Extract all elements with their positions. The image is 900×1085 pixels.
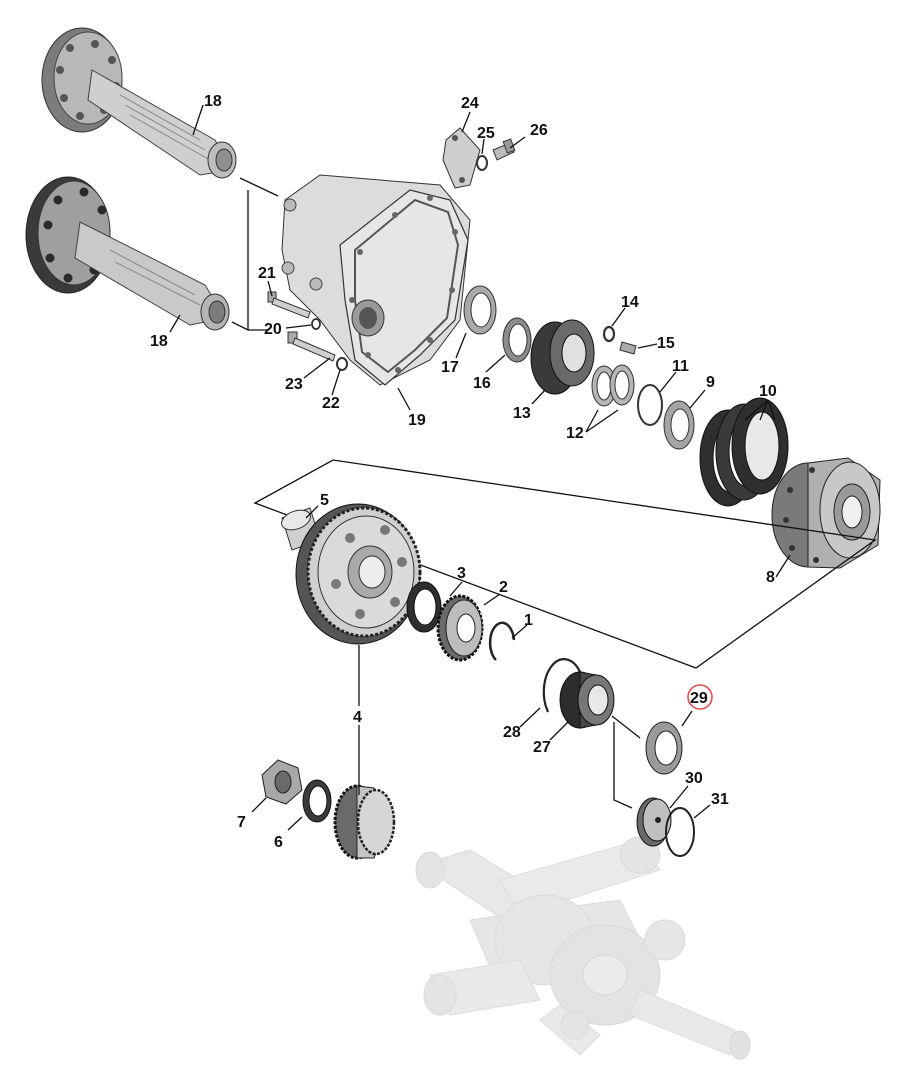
callout-27: 27	[533, 739, 551, 756]
callout-29[interactable]: 29	[690, 690, 708, 707]
callout-17: 17	[441, 359, 459, 376]
callout-8: 8	[766, 569, 775, 586]
callout-25: 25	[477, 125, 495, 142]
callout-19: 19	[408, 412, 426, 429]
seal-17[interactable]	[463, 285, 497, 335]
bolt-21[interactable]	[267, 291, 311, 319]
crankshaft-ghost	[415, 836, 751, 1060]
bolt-23[interactable]	[287, 331, 336, 362]
washer-9[interactable]	[663, 400, 695, 450]
callout-28: 28	[503, 724, 521, 741]
clutch-drum-8[interactable]	[771, 457, 881, 569]
rings-12[interactable]	[591, 364, 635, 407]
callout-7: 7	[237, 814, 246, 831]
washer-22[interactable]	[336, 357, 348, 371]
callout-9: 9	[706, 374, 715, 391]
callout-6: 6	[274, 834, 283, 851]
bearing-27[interactable]	[559, 671, 615, 729]
seal-29[interactable]	[645, 721, 683, 775]
callout-labels: 1 2 3 4 5 6 7 8 9 10 11 12 13 14 15 16 1…	[150, 93, 777, 851]
springs-10[interactable]	[699, 397, 789, 507]
callout-24: 24	[461, 95, 479, 112]
callout-31: 31	[711, 791, 729, 808]
callout-18-upper: 18	[204, 93, 222, 110]
callout-15: 15	[657, 335, 675, 352]
callout-23: 23	[285, 376, 303, 393]
callout-2: 2	[499, 579, 508, 596]
callout-14: 14	[621, 294, 639, 311]
callout-30: 30	[685, 770, 703, 787]
thrust-washer-3[interactable]	[406, 581, 442, 633]
callout-3: 3	[457, 565, 466, 582]
callout-10: 10	[759, 383, 777, 400]
gearbox-housing[interactable]	[281, 174, 471, 386]
leader-lines	[169, 104, 791, 831]
callout-26: 26	[530, 122, 548, 139]
nut-7[interactable]	[261, 759, 303, 805]
callout-21: 21	[258, 265, 276, 282]
washer-25[interactable]	[476, 155, 488, 171]
output-shaft-lower[interactable]	[25, 176, 230, 331]
circlip-11[interactable]	[637, 384, 663, 426]
circlip-1[interactable]	[488, 621, 516, 661]
callout-5: 5	[320, 492, 329, 509]
callout-16: 16	[473, 375, 491, 392]
cover-plate[interactable]	[442, 127, 481, 189]
cap-30[interactable]	[636, 797, 672, 847]
callout-highlight-ring	[687, 684, 713, 710]
output-shaft-upper[interactable]	[41, 27, 237, 179]
drive-gear-4[interactable]	[295, 503, 422, 645]
screw-15[interactable]	[619, 341, 637, 355]
callout-13: 13	[513, 405, 531, 422]
bolt-26[interactable]	[492, 138, 516, 161]
washer-20[interactable]	[311, 318, 321, 330]
bearing-13[interactable]	[530, 319, 595, 395]
callout-1: 1	[524, 612, 533, 629]
callout-18-lower: 18	[150, 333, 168, 350]
assembly-outline	[253, 459, 877, 669]
o-ring-31[interactable]	[665, 807, 695, 857]
ring-16[interactable]	[502, 317, 532, 363]
callout-4: 4	[353, 709, 362, 726]
circlip-28[interactable]	[542, 658, 581, 713]
callout-12: 12	[566, 425, 584, 442]
callout-22: 22	[322, 395, 340, 412]
crank-gear[interactable]	[333, 784, 396, 860]
washer-6[interactable]	[302, 779, 332, 823]
callout-11: 11	[672, 358, 689, 375]
callout-20: 20	[264, 321, 282, 338]
gear-2[interactable]	[436, 594, 484, 662]
washer-14[interactable]	[602, 325, 616, 343]
